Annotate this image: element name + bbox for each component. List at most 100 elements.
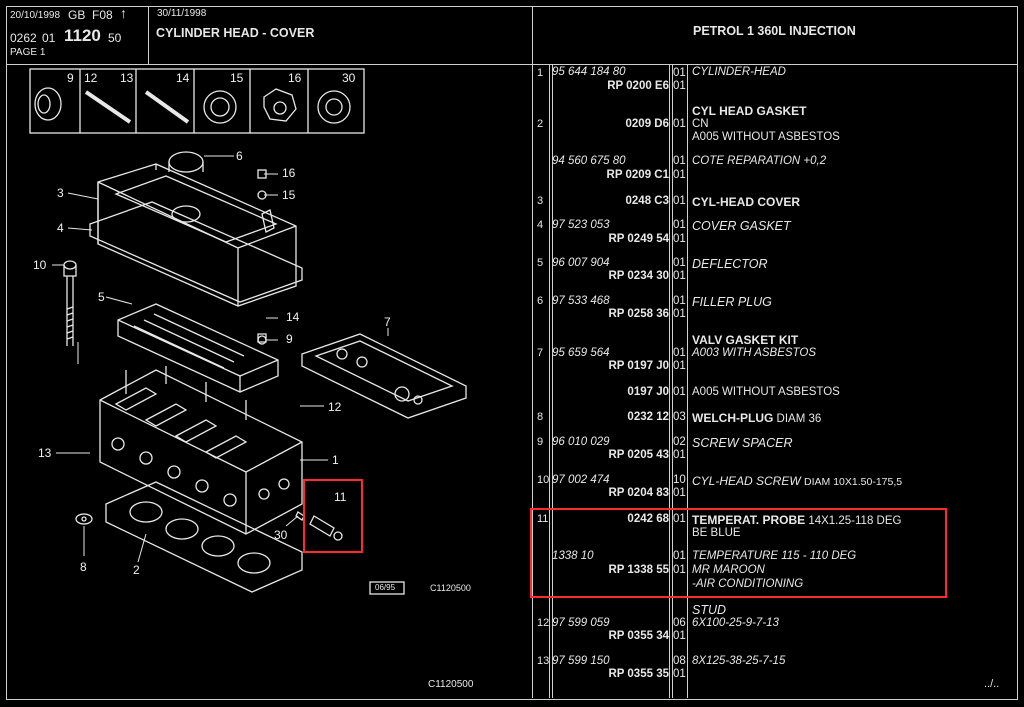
part-num: 11	[537, 513, 549, 525]
part-num: 10	[537, 474, 550, 486]
part-extra: -AIR CONDITIONING	[692, 578, 804, 590]
part-ref: 1338 10	[552, 550, 594, 562]
part-qty: 01	[673, 219, 686, 231]
part-qty: 01	[673, 449, 686, 461]
callout-4: 4	[57, 221, 64, 235]
header-code-c: 50	[108, 31, 122, 45]
part-ref: 97 599 059	[552, 617, 610, 629]
thumb-label-12: 12	[84, 71, 98, 85]
part-ref: 97 533 468	[552, 295, 610, 307]
part-rp: 0242 68	[627, 513, 669, 525]
header-date2: 30/11/1998	[157, 8, 207, 19]
header-lang: GB	[68, 8, 86, 22]
part-ref: 97 599 150	[552, 655, 610, 667]
part-qty: 01	[673, 155, 686, 167]
part-qty: 01	[673, 233, 686, 245]
sheet-border	[6, 6, 1018, 700]
part-rp: RP 0204 83	[608, 487, 669, 499]
bottom-ref-code: C1120500	[428, 679, 474, 690]
highlight-box	[530, 508, 947, 598]
part-desc: VALV GASKET KIT	[692, 333, 799, 347]
part-rp: RP 0355 35	[608, 668, 669, 680]
part-extra: MR MAROON	[692, 564, 765, 576]
part-ref: 95 644 184 80	[552, 66, 626, 78]
part-num: 13	[537, 655, 550, 667]
header-date1: 20/10/1998	[10, 10, 61, 21]
parts-vsep-2b	[672, 64, 673, 698]
part-desc: 8X125-38-25-7-15	[692, 655, 786, 667]
part-rp: 0248 C3	[625, 195, 669, 207]
part-desc: COTE REPARATION +0,2	[692, 155, 827, 167]
part-desc-suffix: DIAM 36	[776, 413, 822, 425]
part-qty: 01	[673, 169, 686, 181]
thumb-label-15: 15	[230, 71, 244, 85]
part-qty: 01	[673, 487, 686, 499]
part-num: 12	[537, 617, 550, 629]
part-rp: 0232 12	[627, 411, 669, 423]
column-vsep	[532, 6, 533, 698]
part-desc: TEMPERAT. PROBE	[692, 513, 806, 527]
part-desc: CYL-HEAD COVER	[692, 195, 801, 209]
part-desc: DEFLECTOR	[692, 257, 768, 271]
header-vsep-1	[148, 6, 149, 64]
part-desc: A005 WITHOUT ASBESTOS	[692, 386, 840, 398]
callout-13: 13	[38, 446, 52, 460]
part-desc: CYL HEAD GASKET	[692, 104, 807, 118]
part-qty: 01	[673, 118, 686, 130]
header-code-b: 01	[42, 31, 56, 45]
part-desc: WELCH-PLUG	[692, 411, 774, 425]
leader-lines	[52, 155, 389, 563]
continued-marker: ../..	[984, 678, 1000, 690]
part-qty: 01	[673, 360, 686, 372]
part-qty: 01	[673, 513, 686, 525]
part-qty: 08	[673, 655, 686, 667]
part-rp: 0197 J0	[627, 386, 669, 398]
part-desc-suffix: DIAM 10X1.50-175,5	[804, 476, 903, 488]
head-bolt-drawing	[63, 260, 77, 346]
part-ref: 96 007 904	[552, 257, 610, 269]
engine-title: PETROL 1 360L INJECTION	[693, 24, 856, 38]
part-desc: STUD	[692, 603, 727, 617]
part-extra: CN	[692, 118, 709, 130]
callout-1: 1	[332, 453, 339, 467]
part-desc: SCREW SPACER	[692, 436, 793, 450]
part-qty: 01	[673, 257, 686, 269]
part-desc-line: WELCH-PLUG DIAM 36	[692, 411, 821, 425]
part-desc: TEMPERATURE 115 - 110 DEG	[692, 550, 857, 562]
header-code-a: 0262	[10, 31, 37, 45]
part-qty: 01	[673, 386, 686, 398]
part-qty: 01	[673, 67, 686, 79]
callout-11: 11	[334, 490, 347, 504]
part-rp: 0209 D6	[625, 118, 669, 130]
part-qty: 01	[673, 550, 686, 562]
callout-16: 16	[282, 166, 296, 180]
thumb-label-9: 9	[67, 71, 74, 85]
part-num: 5	[537, 257, 544, 269]
gasket-kit-drawing	[301, 333, 467, 419]
stamp-box-label: 06/95	[375, 583, 396, 592]
part-qty: 01	[673, 308, 686, 320]
section-title: CYLINDER HEAD - COVER	[156, 26, 315, 40]
part-rp: RP 0209 C1	[606, 169, 669, 181]
callout-15: 15	[282, 188, 296, 202]
callout-10: 10	[33, 258, 47, 272]
part-rp: RP 0355 34	[608, 630, 669, 642]
callout-7: 7	[384, 315, 391, 329]
part-qty: 01	[673, 630, 686, 642]
thumbnail-strip	[29, 68, 365, 134]
part-ref: 95 659 564	[552, 347, 610, 359]
part-desc: FILLER PLUG	[692, 295, 772, 309]
part-desc: CYLINDER-HEAD	[692, 66, 786, 78]
part-num: 1	[537, 67, 544, 79]
part-qty: 01	[673, 564, 686, 576]
arrow-up-icon: ↑	[120, 5, 127, 21]
part-qty: 01	[673, 195, 686, 207]
part-qty: 01	[673, 270, 686, 282]
part-num: 7	[537, 347, 544, 359]
valve-cover-drawing	[89, 151, 303, 307]
part-extra: BE BLUE	[692, 527, 741, 539]
callout-6: 6	[236, 149, 243, 163]
part-num: 4	[537, 219, 544, 231]
small-parts-drawing	[75, 169, 343, 541]
part-desc: 6X100-25-9-7-13	[692, 617, 779, 629]
